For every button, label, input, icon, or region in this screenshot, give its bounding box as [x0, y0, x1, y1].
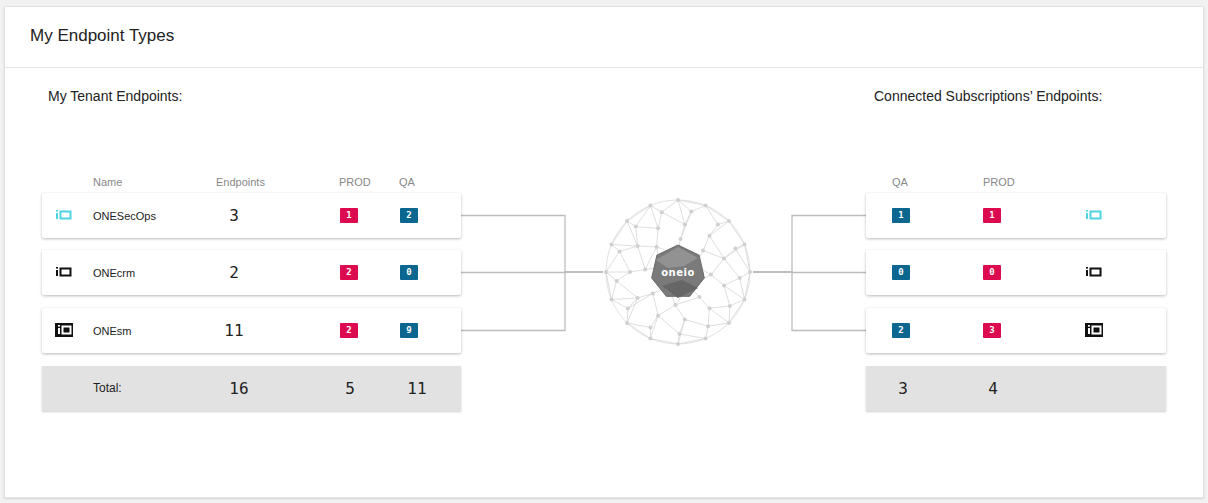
endpoint-icon	[55, 208, 73, 222]
subscription-row: 11	[866, 193, 1166, 238]
prod-badge: 0	[983, 265, 1001, 280]
badge-count: 2	[346, 268, 351, 277]
column-header: QA	[892, 176, 908, 188]
connector-line	[461, 216, 603, 273]
badge-count: 1	[346, 211, 351, 220]
prod-badge: 2	[340, 265, 358, 280]
prod-badge: 1	[983, 208, 1001, 223]
endpoint-name: ONEcrm	[93, 266, 135, 278]
endpoint-count: 3	[898, 380, 908, 398]
prod-badge: 2	[340, 323, 358, 338]
badge-count: 0	[406, 268, 411, 277]
qa-badge: 0	[892, 265, 910, 280]
endpoint-count: 2	[229, 264, 239, 282]
endpoint-name: ONESecOps	[93, 209, 156, 221]
connector-line	[753, 216, 866, 273]
column-header: Endpoints	[216, 176, 265, 188]
qa-badge: 2	[400, 208, 418, 223]
panel-title: My Endpoint Types	[30, 27, 174, 46]
connector-line	[753, 272, 866, 331]
endpoint-name: ONEsm	[93, 324, 132, 336]
prod-badge: 1	[340, 208, 358, 223]
column-header: QA	[399, 176, 415, 188]
endpoint-icon	[55, 323, 73, 337]
endpoint-icon	[1085, 265, 1103, 279]
badge-count: 0	[989, 268, 994, 277]
hub-logo-text: oneio	[661, 267, 695, 278]
qa-badge: 2	[892, 323, 910, 338]
endpoint-count: 16	[229, 380, 248, 398]
badge-count: 2	[898, 326, 903, 335]
endpoint-count: 3	[229, 207, 239, 225]
badge-count: 2	[346, 326, 351, 335]
endpoint-count: 5	[345, 380, 355, 398]
column-header: PROD	[339, 176, 371, 188]
prod-badge: 3	[983, 323, 1001, 338]
badge-count: 1	[898, 211, 903, 220]
badge-count: 1	[989, 211, 994, 220]
subscription-row: 23	[866, 308, 1166, 353]
endpoint-count: 11	[407, 380, 426, 398]
endpoint-icon	[1085, 323, 1103, 337]
endpoint-row: ONEcrm 2 2 0	[42, 250, 461, 295]
badge-count: 9	[406, 326, 411, 335]
qa-badge: 9	[400, 323, 418, 338]
badge-count: 2	[406, 211, 411, 220]
total-row: 34	[866, 366, 1166, 411]
endpoint-icon	[1085, 208, 1103, 222]
endpoint-row: ONESecOps 3 1 2	[42, 193, 461, 238]
total-label: Total:	[93, 382, 122, 395]
qa-badge: 0	[400, 265, 418, 280]
endpoint-row: ONEsm 11 2 9	[42, 308, 461, 353]
badge-count: 0	[898, 268, 903, 277]
column-header: Name	[93, 176, 122, 188]
badge-count: 3	[989, 326, 994, 335]
connector-line	[461, 272, 603, 331]
column-header: PROD	[983, 176, 1015, 188]
section-heading: Connected Subscriptions’ Endpoints:	[874, 89, 1102, 104]
section-heading: My Tenant Endpoints:	[48, 89, 182, 104]
endpoint-count: 4	[988, 380, 998, 398]
hub-globe: oneio	[603, 197, 753, 347]
total-row: Total: 16 5 11	[42, 366, 461, 411]
header-divider	[4, 67, 1204, 68]
endpoint-count: 11	[224, 322, 243, 340]
endpoint-icon	[55, 265, 73, 279]
subscription-row: 00	[866, 250, 1166, 295]
qa-badge: 1	[892, 208, 910, 223]
